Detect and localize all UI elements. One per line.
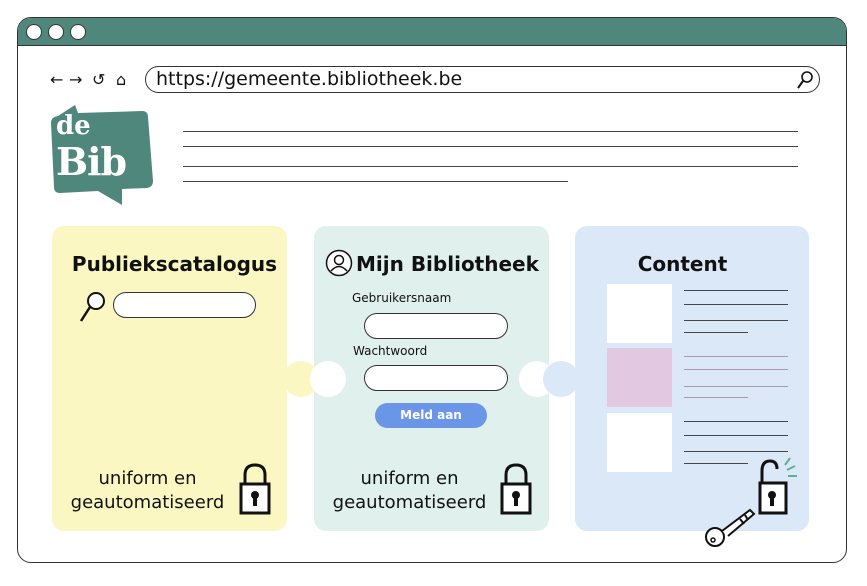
placeholder-line <box>684 356 788 358</box>
lock-icon <box>500 463 532 515</box>
search-icon <box>79 292 105 322</box>
content-thumbnail <box>607 348 672 407</box>
content-title: Content <box>637 252 728 276</box>
user-icon <box>325 249 353 277</box>
logo-text: de <box>56 111 91 141</box>
window-dot[interactable] <box>48 24 64 40</box>
placeholder-line <box>684 332 748 334</box>
url-bar[interactable]: https://gemeente.bibliotheek.be <box>145 66 820 93</box>
puzzle-knob <box>543 361 579 397</box>
placeholder-line <box>183 146 798 148</box>
window-dot[interactable] <box>26 24 42 40</box>
content-thumbnail <box>607 284 672 343</box>
password-label: Wachtwoord <box>353 344 428 358</box>
placeholder-line <box>684 451 788 453</box>
placeholder-line <box>684 369 788 371</box>
url-text: https://gemeente.bibliotheek.be <box>156 68 463 90</box>
title-bar <box>18 18 846 46</box>
unlocked-lock-icon <box>758 457 797 515</box>
window-dot[interactable] <box>70 24 86 40</box>
placeholder-line <box>684 435 788 437</box>
placeholder-line <box>684 463 748 465</box>
catalog-title: Publiekscatalogus <box>71 252 278 276</box>
placeholder-line <box>684 421 788 423</box>
login-button[interactable]: Meld aan <box>375 403 487 428</box>
placeholder-line <box>684 386 788 388</box>
placeholder-line <box>183 131 798 133</box>
placeholder-line <box>183 166 798 168</box>
placeholder-line <box>684 320 788 322</box>
logo-text: Bib <box>56 139 127 184</box>
password-input[interactable] <box>364 365 508 391</box>
home-icon[interactable]: ⌂ <box>116 70 127 89</box>
puzzle-notch <box>310 361 346 397</box>
username-label: Gebruikersnaam <box>352 291 452 305</box>
placeholder-line <box>684 397 748 399</box>
debib-logo[interactable]: de Bib <box>50 103 155 205</box>
placeholder-line <box>183 181 568 183</box>
lock-icon <box>239 463 271 515</box>
account-title: Mijn Bibliotheek <box>356 252 539 276</box>
search-icon[interactable] <box>795 69 815 91</box>
catalog-search-input[interactable] <box>113 292 256 318</box>
content-thumbnail <box>607 413 672 472</box>
back-arrow-icon[interactable]: ← <box>50 70 64 89</box>
forward-arrow-icon[interactable]: → <box>69 70 83 89</box>
key-icon <box>705 508 756 547</box>
placeholder-line <box>684 304 788 306</box>
username-input[interactable] <box>364 313 508 339</box>
reload-icon[interactable]: ↺ <box>92 70 106 89</box>
placeholder-line <box>684 290 788 292</box>
catalog-panel <box>52 226 287 531</box>
